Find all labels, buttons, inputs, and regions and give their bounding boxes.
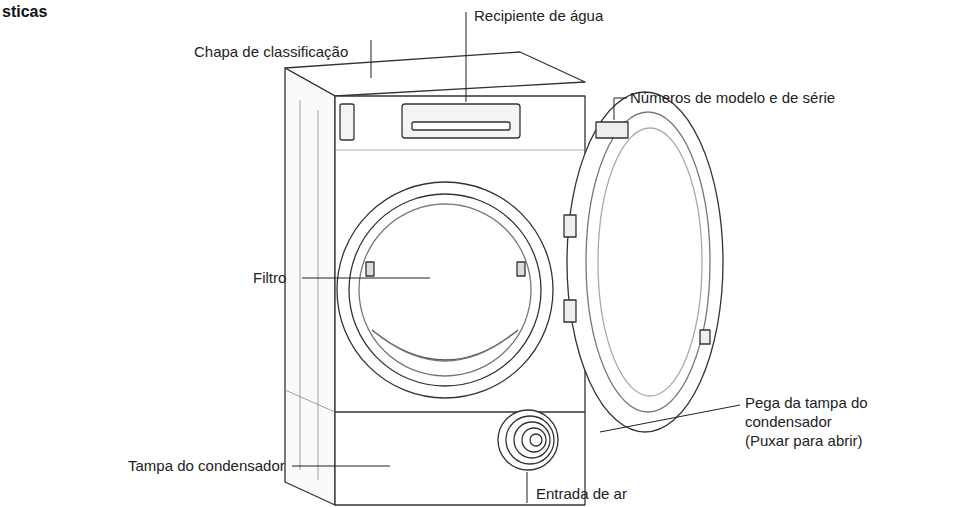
part-label: Tampa do condensador — [128, 456, 285, 475]
water-container — [402, 104, 520, 138]
leader-line — [466, 12, 467, 102]
porthole-ring — [337, 182, 553, 398]
front-face — [335, 96, 585, 505]
section-title: sticas — [2, 2, 47, 22]
part-label: Recipiente de água — [474, 6, 603, 25]
serial-plate — [596, 122, 628, 138]
leader-line — [614, 98, 627, 120]
part-label: Chapa de classificação — [194, 42, 348, 61]
leader-line — [600, 405, 740, 432]
part-label: Filtro — [253, 268, 286, 287]
leader-line — [302, 278, 430, 279]
door — [567, 92, 723, 432]
leader-line — [371, 40, 372, 78]
leader-line — [527, 472, 528, 503]
part-label: Pega da tampa do condensador — [745, 393, 885, 431]
air-inlet — [498, 410, 558, 470]
part-label: Números de modelo e de série — [630, 88, 835, 107]
side-face — [285, 68, 335, 505]
part-label: Entrada de ar — [536, 484, 627, 503]
part-label: (Puxar para abrir) — [745, 431, 863, 450]
leader-line — [292, 466, 390, 467]
